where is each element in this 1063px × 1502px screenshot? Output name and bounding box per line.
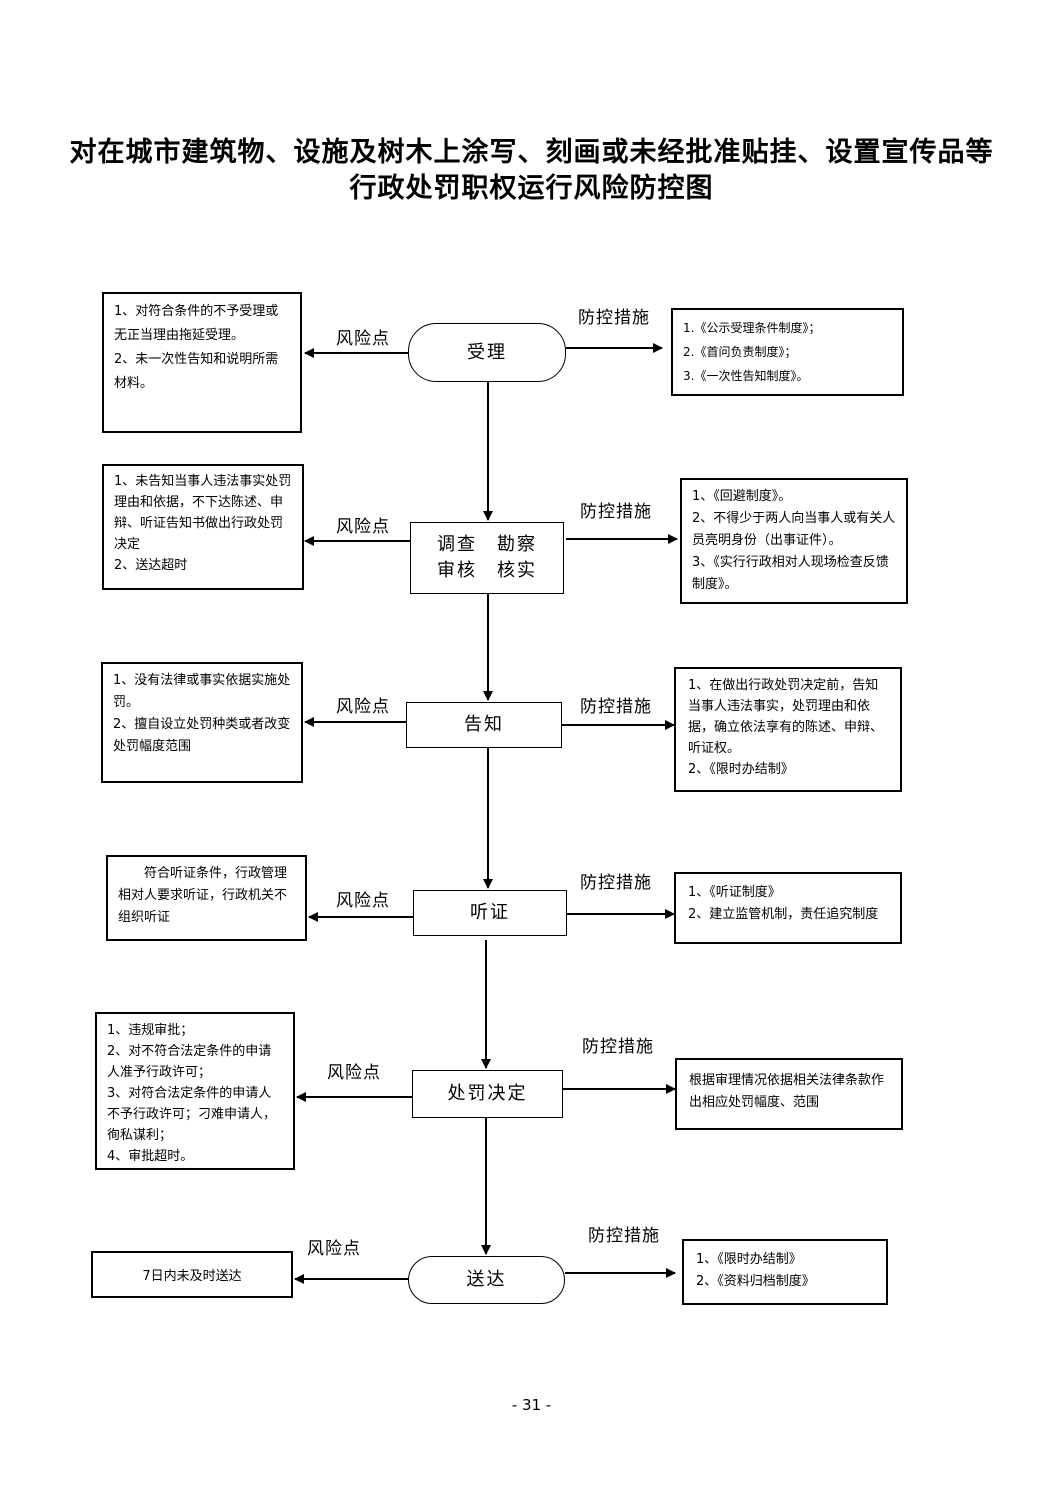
measure-label-4: 防控措施	[580, 873, 652, 893]
measure-text: 2、建立监管机制，责任追究制度	[688, 907, 879, 922]
risk-text: 1、违规审批；	[107, 1023, 194, 1038]
measure-box-hearing: 1、《听证制度》 2、建立监管机制，责任追究制度	[674, 872, 902, 944]
measure-label-5: 防控措施	[582, 1037, 654, 1057]
step-accept-label: 受理	[467, 341, 507, 363]
risk-text: 1、未告知当事人违法事实处罚理由和依据，不下达陈述、申辩、听证告知书做出行政处罚…	[114, 474, 292, 552]
measure-text: 3、《实行行政相对人现场检查反馈制度》。	[692, 555, 889, 592]
measure-box-accept: 1.《公示受理条件制度》； 2.《首问负责制度》； 3.《一次性告知制度》。	[671, 308, 904, 396]
measure-box-investigate: 1、《回避制度》。 2、不得少于两人向当事人或有关人员亮明身份（出事证件）。 3…	[680, 478, 908, 604]
step-notify: 告知	[406, 702, 562, 748]
step-investigate-label-2: 审核 核实	[437, 560, 537, 581]
risk-box-investigate: 1、未告知当事人违法事实处罚理由和依据，不下达陈述、申辩、听证告知书做出行政处罚…	[102, 464, 304, 590]
measure-label-1: 防控措施	[578, 308, 650, 328]
risk-label-4: 风险点	[336, 891, 390, 911]
measure-label-6: 防控措施	[588, 1226, 660, 1246]
measure-text: 1、在做出行政处罚决定前，告知当事人违法事实，处罚理由和依据，确立依法享有的陈述…	[688, 678, 884, 756]
risk-label-6: 风险点	[307, 1239, 361, 1259]
risk-text: 1、没有法律或事实依据实施处罚。	[113, 673, 291, 710]
measure-text: 1、《限时办结制》	[696, 1252, 802, 1267]
measure-label-2: 防控措施	[580, 502, 652, 522]
risk-text: 2、未一次性告知和说明所需材料。	[114, 352, 279, 391]
risk-text: 1、对符合条件的不予受理或无正当理由拖延受理。	[114, 304, 279, 343]
risk-text: 7日内未及时送达	[142, 1269, 242, 1284]
risk-label-2: 风险点	[336, 517, 390, 537]
measure-text: 2、《资料归档制度》	[696, 1274, 815, 1289]
step-decision-label: 处罚决定	[447, 1083, 528, 1104]
risk-box-deliver: 7日内未及时送达	[91, 1251, 293, 1298]
measure-label-3: 防控措施	[580, 697, 652, 717]
risk-text: 3、对符合法定条件的申请人不予行政许可；刁难申请人，徇私谋利；	[107, 1086, 277, 1143]
measure-box-decision: 根据审理情况依据相关法律条款作出相应处罚幅度、范围	[675, 1058, 903, 1130]
step-hearing-label: 听证	[470, 902, 510, 923]
risk-box-accept: 1、对符合条件的不予受理或无正当理由拖延受理。 2、未一次性告知和说明所需材料。	[102, 292, 302, 433]
measure-text: 2.《首问负责制度》；	[683, 345, 797, 359]
measure-text: 2、《限时办结制》	[688, 762, 794, 777]
risk-text: 2、擅自设立处罚种类或者改变处罚幅度范围	[113, 717, 291, 754]
risk-box-decision: 1、违规审批； 2、对不符合法定条件的申请人准予行政许可； 3、对符合法定条件的…	[95, 1012, 295, 1170]
step-deliver-label: 送达	[466, 1269, 507, 1290]
page-title-line2: 行政处罚职权运行风险防控图	[349, 173, 714, 204]
risk-label-3: 风险点	[336, 697, 390, 717]
step-hearing: 听证	[413, 890, 567, 936]
risk-text: 符合听证条件，行政管理相对人要求听证，行政机关不组织听证	[118, 866, 288, 925]
measure-text: 1、《回避制度》。	[692, 489, 792, 504]
risk-text: 2、对不符合法定条件的申请人准予行政许可；	[107, 1044, 272, 1080]
page-number: - 31 -	[511, 1396, 552, 1414]
risk-text: 2、送达超时	[114, 558, 188, 573]
step-accept: 受理	[408, 323, 566, 382]
measure-text: 根据审理情况依据相关法律条款作出相应处罚幅度、范围	[689, 1073, 885, 1110]
page-title-line1: 对在城市建筑物、设施及树木上涂写、刻画或未经批准贴挂、设置宣传品等	[69, 137, 994, 168]
measure-text: 1.《公示受理条件制度》；	[683, 321, 821, 335]
risk-text: 4、审批超时。	[107, 1149, 194, 1164]
step-notify-label: 告知	[464, 714, 504, 735]
step-deliver: 送达	[408, 1256, 565, 1304]
risk-label-5: 风险点	[327, 1063, 381, 1083]
measure-text: 1、《听证制度》	[688, 885, 781, 900]
risk-label-1: 风险点	[336, 329, 390, 349]
measure-box-deliver: 1、《限时办结制》 2、《资料归档制度》	[682, 1239, 888, 1305]
step-investigate: 调查 勘察 审核 核实	[410, 522, 564, 594]
measure-text: 3.《一次性告知制度》。	[683, 369, 809, 383]
step-decision: 处罚决定	[412, 1070, 563, 1118]
step-investigate-label-1: 调查 勘察	[437, 534, 537, 555]
measure-box-notify: 1、在做出行政处罚决定前，告知当事人违法事实，处罚理由和依据，确立依法享有的陈述…	[674, 667, 902, 792]
risk-box-notify: 1、没有法律或事实依据实施处罚。 2、擅自设立处罚种类或者改变处罚幅度范围	[101, 662, 303, 783]
measure-text: 2、不得少于两人向当事人或有关人员亮明身份（出事证件）。	[692, 511, 896, 548]
risk-box-hearing: 符合听证条件，行政管理相对人要求听证，行政机关不组织听证	[106, 855, 307, 941]
